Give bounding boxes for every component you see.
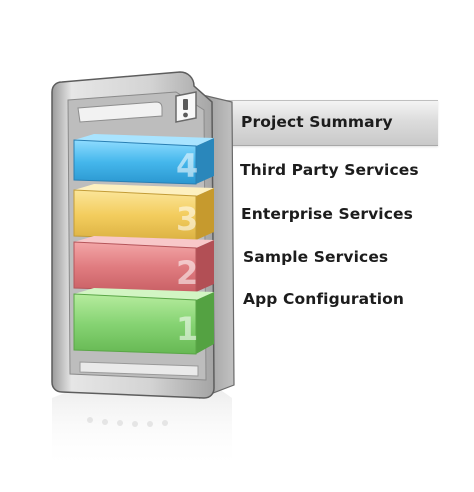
layer-3-block[interactable]: 3 (73, 184, 214, 241)
menu-item-enterprise-services[interactable]: Enterprise Services (241, 205, 413, 223)
layer-1-block[interactable]: 1 (73, 288, 214, 355)
layer-4-block[interactable]: 4 (73, 134, 214, 185)
layer-4-number: 4 (176, 147, 198, 185)
project-summary-tab-background[interactable] (220, 100, 438, 146)
exclamation-door-icon (175, 91, 197, 123)
tower-reflection (52, 384, 232, 470)
menu-item-third-party-services[interactable]: Third Party Services (240, 161, 419, 179)
menu-item-project-summary[interactable]: Project Summary (241, 113, 393, 131)
layer-3-number: 3 (176, 200, 198, 238)
layer-1-number: 1 (176, 310, 198, 348)
menu-item-app-configuration[interactable]: App Configuration (243, 290, 405, 308)
layer-2-block[interactable]: 2 (73, 236, 214, 293)
layer-2-number: 2 (176, 254, 198, 292)
menu-item-sample-services[interactable]: Sample Services (243, 248, 389, 266)
